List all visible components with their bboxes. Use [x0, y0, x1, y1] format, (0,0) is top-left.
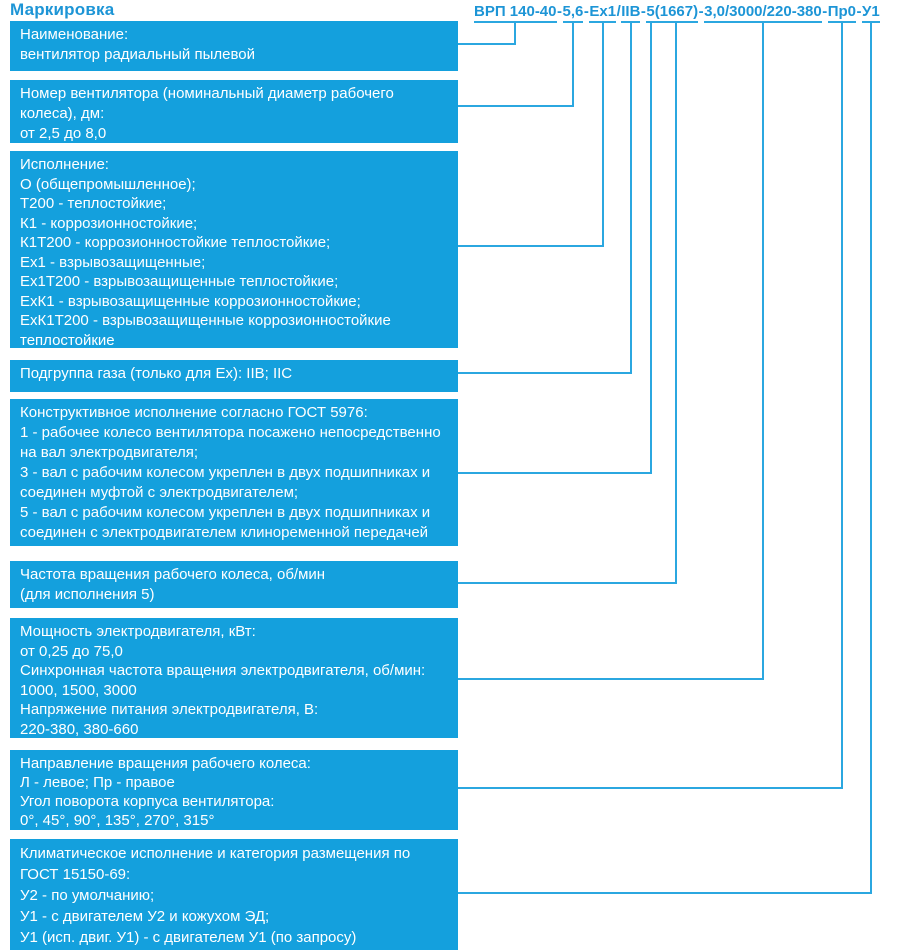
box-text-line: Исполнение: [20, 156, 109, 173]
box-climatic: Климатическое исполнение и категория раз… [10, 839, 458, 950]
connector-vertical-4 [650, 22, 652, 474]
box-impeller-speed: Частота вращения рабочего колеса, об/мин… [10, 561, 458, 608]
box-text-line: 0°, 45°, 90°, 135°, 270°, 315° [20, 812, 215, 829]
box-text-line: 220-380, 380-660 [20, 720, 139, 738]
box-text-line: У1 - с двигателем У2 и кожухом ЭД; [20, 908, 270, 925]
box-text-line: Ex1 - взрывозащищенные; [20, 253, 206, 271]
box-text-line: Синхронная частота вращения электродвига… [20, 662, 426, 679]
box-text-line: колеса), дм: [20, 105, 105, 122]
connector-horizontal-7 [458, 787, 841, 789]
box-text-line: Л - левое; Пр - правое [20, 774, 175, 791]
connector-vertical-8 [870, 22, 872, 894]
page-title: Маркировка [10, 0, 115, 19]
box-text-line: Направление вращения рабочего колеса: [20, 755, 311, 772]
box-text-line: на вал электродвигателя; [20, 444, 199, 461]
code-segment-8: У1 [862, 3, 880, 23]
box-text-line: 5 - вал с рабочим колесом укреплен в дву… [20, 504, 431, 521]
box-text-line: 3 - вал с рабочим колесом укреплен в дву… [20, 464, 431, 481]
box-text-line: У1 (исп. двиг. У1) - с двигателем У1 (по… [20, 929, 357, 946]
box-text-line: вентилятор радиальный пылевой [20, 46, 255, 63]
box-text-line: Т200 - теплостойкие; [20, 195, 167, 212]
connector-horizontal-2 [458, 245, 602, 247]
box-text-line: теплостойкие [20, 331, 115, 349]
box-rotation-direction: Направление вращения рабочего колеса: Л -… [10, 750, 458, 830]
box-text-line: от 2,5 до 8,0 [20, 125, 107, 142]
connector-horizontal-4 [458, 472, 650, 474]
box-text-line: 1 - рабочее колесо вентилятора посажено … [20, 424, 441, 441]
code-segment-4: 5 [646, 3, 655, 23]
box-text-line: Климатическое исполнение и категория раз… [20, 845, 411, 862]
box-text-line: Напряжение питания электродвигателя, В: [20, 701, 319, 718]
box-text-line: ГОСТ 15150-69: [20, 866, 131, 883]
product-code: ВРП 140-40-5,6-Ex1/IIB-5(1667)-3,0/3000/… [474, 3, 880, 23]
code-separator: - [698, 3, 704, 20]
box-text-line: У2 - по умолчанию; [20, 887, 155, 904]
code-segment-7: Пр0 [827, 3, 857, 23]
box-text-line: К1Т200 - коррозионностойкие теплостойкие… [20, 234, 331, 251]
code-segment-1: 5,6 [562, 3, 584, 23]
box-constructive-design: Конструктивное исполнение согласно ГОСТ … [10, 399, 458, 546]
box-text-line: соединен с электродвигателем клиноременн… [20, 524, 429, 541]
connector-vertical-7 [841, 22, 843, 789]
connector-horizontal-0 [458, 43, 514, 45]
code-separator: / [616, 3, 621, 20]
code-separator: - [583, 3, 589, 20]
code-segment-5: (1667) [654, 3, 699, 23]
box-text-line: Конструктивное исполнение согласно ГОСТ … [20, 404, 368, 421]
box-text-line: Угол поворота корпуса вентилятора: [20, 793, 275, 810]
connector-horizontal-1 [458, 105, 572, 107]
connector-vertical-1 [572, 22, 574, 107]
box-text-line: Наименование: [20, 26, 129, 43]
code-segment-0: ВРП 140-40 [474, 3, 557, 23]
box-text-line: 1000, 1500, 3000 [20, 681, 137, 699]
box-text-line: (для исполнения 5) [20, 586, 155, 603]
code-separator: - [640, 3, 646, 20]
box-text-line: Номер вентилятора (номинальный диаметр р… [20, 85, 394, 102]
connector-vertical-0 [514, 22, 516, 45]
box-text-line: Частота вращения рабочего колеса, об/мин [20, 566, 326, 583]
connector-vertical-3 [630, 22, 632, 374]
box-text-line: Подгруппа газа (только для Ex): IIB; IIC [20, 365, 293, 382]
code-separator: - [557, 3, 562, 20]
connector-horizontal-6 [458, 678, 762, 680]
code-separator: - [856, 3, 862, 20]
box-text-line: от 0,25 до 75,0 [20, 642, 123, 660]
connector-horizontal-3 [458, 372, 630, 374]
box-text-line: Мощность электродвигателя, кВт: [20, 623, 256, 640]
box-fan-number: Номер вентилятора (номинальный диаметр р… [10, 80, 458, 143]
box-text-line: О (общепромышленное); [20, 175, 196, 193]
box-text-line: ExК1Т200 - взрывозащищенные коррозионнос… [20, 312, 391, 329]
box-gas-subgroup: Подгруппа газа (только для Ex): IIB; IIC [10, 360, 458, 392]
box-text-line: соединен муфтой с электродвигателем; [20, 484, 299, 501]
code-separator: - [822, 3, 828, 20]
connector-horizontal-8 [458, 892, 870, 894]
box-text-line: К1 - коррозионностойкие; [20, 214, 198, 232]
connector-horizontal-5 [458, 582, 675, 584]
connector-vertical-5 [675, 22, 677, 584]
code-segment-6: 3,0/3000/220-380 [704, 3, 822, 23]
box-motor-power: Мощность электродвигателя, кВт: от 0,25 д… [10, 618, 458, 738]
box-text-line: ExК1 - взрывозащищенные коррозионностойк… [20, 292, 361, 310]
box-version: Исполнение: О (общепромышленное); Т200 - т… [10, 151, 458, 348]
connector-vertical-6 [762, 22, 764, 680]
box-designation: Наименование: вентилятор радиальный пылев… [10, 21, 458, 71]
connector-vertical-2 [602, 22, 604, 247]
code-segment-3: IIB [621, 3, 641, 23]
code-segment-2: Ex1 [589, 3, 617, 23]
box-text-line: Ex1Т200 - взрывозащищенные теплостойкие; [20, 273, 339, 290]
